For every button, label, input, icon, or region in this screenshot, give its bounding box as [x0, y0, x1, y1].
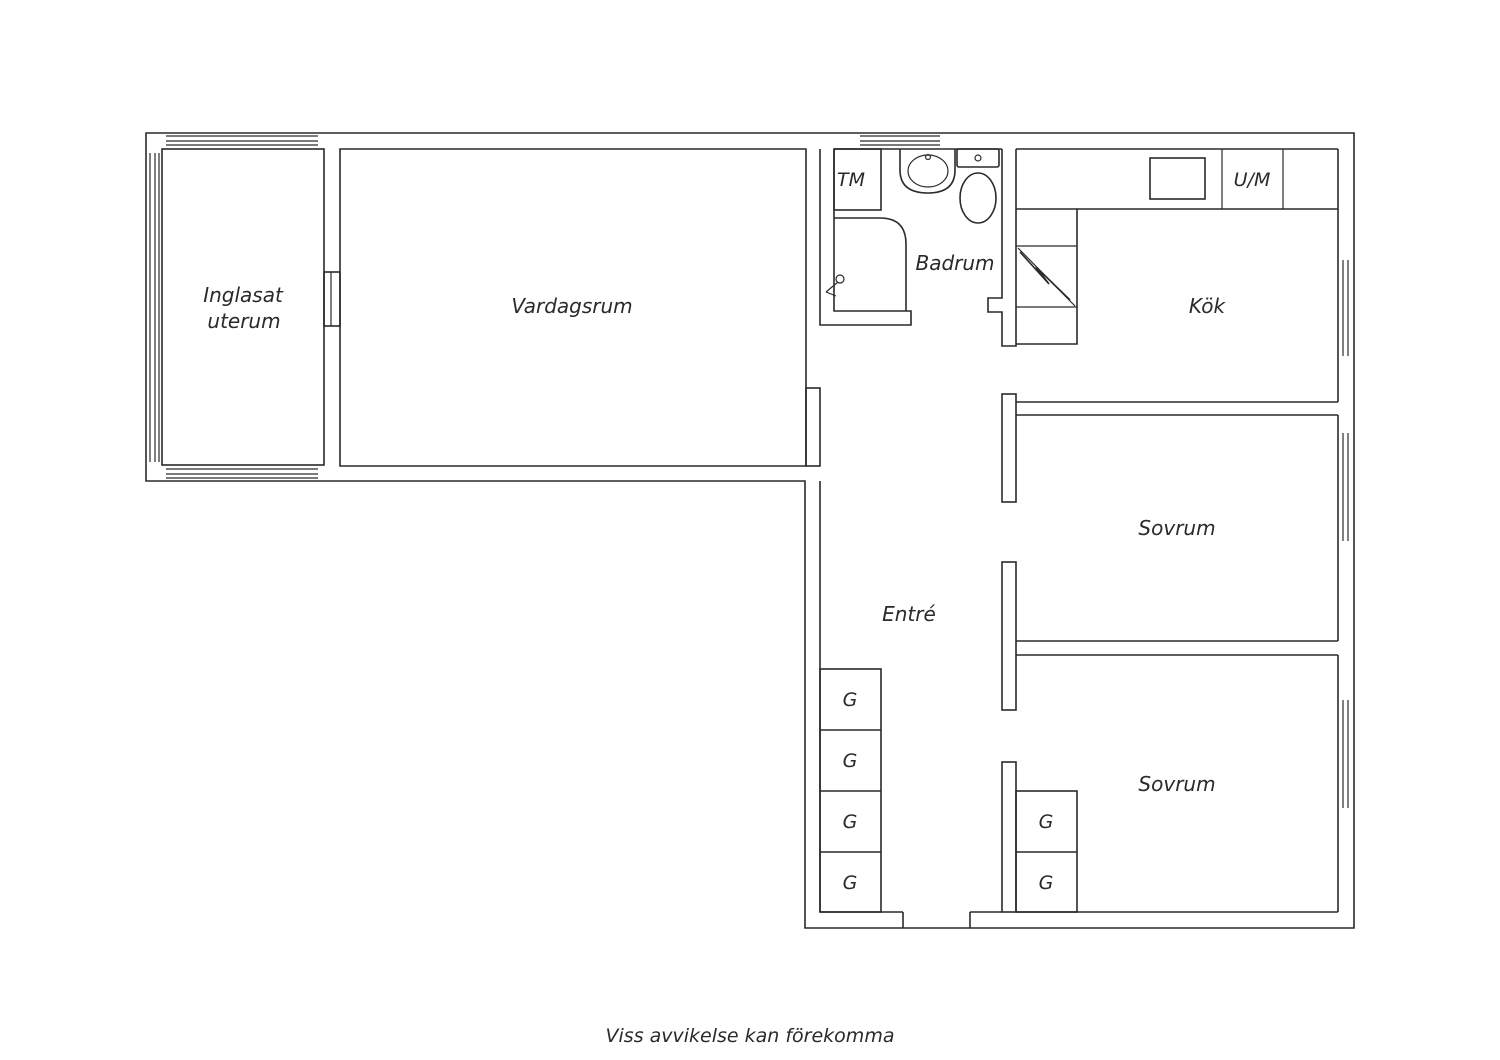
- wardrobe-label: G: [843, 750, 858, 772]
- stove-icon: [1019, 251, 1071, 301]
- bedroom-1-label: Sovrum: [1138, 516, 1215, 540]
- bedroom-2-label: Sovrum: [1138, 772, 1215, 796]
- living-room-label: Vardagsrum: [511, 294, 632, 318]
- bedroom-windows: [1342, 433, 1349, 808]
- wardrobe-label: G: [1039, 872, 1054, 894]
- sunroom-label-line2: uterum: [207, 309, 280, 333]
- washing-machine-label: TM: [837, 169, 865, 191]
- sunroom: [149, 135, 341, 479]
- kitchen-label: Kök: [1189, 294, 1227, 318]
- wardrobes-entry: [819, 668, 882, 913]
- entry-label: Entré: [882, 602, 936, 626]
- shower-head-icon: [825, 274, 845, 297]
- wardrobe-label: G: [843, 811, 858, 833]
- bathroom-label: Badrum: [915, 251, 994, 275]
- wardrobes-bedroom: [1015, 790, 1078, 913]
- sunroom-label-line1: Inglasat: [203, 283, 284, 307]
- wardrobe-label: G: [1039, 811, 1054, 833]
- dishwasher-label: U/M: [1234, 169, 1271, 191]
- washing-machine-box: [833, 148, 882, 211]
- shower: [834, 217, 907, 311]
- bathroom: [825, 148, 1000, 311]
- kitchen-sink-icon: [1149, 157, 1206, 200]
- disclaimer-note: Viss avvikelse kan förekomma: [606, 1025, 895, 1047]
- wardrobe-label: G: [843, 872, 858, 894]
- sink-icon: [899, 149, 956, 194]
- exterior-wall-outer: [145, 132, 1355, 929]
- toilet-icon: [956, 148, 1000, 224]
- wardrobe-label: G: [843, 689, 858, 711]
- kitchen: [1016, 149, 1349, 356]
- interior-walls: [805, 148, 1339, 928]
